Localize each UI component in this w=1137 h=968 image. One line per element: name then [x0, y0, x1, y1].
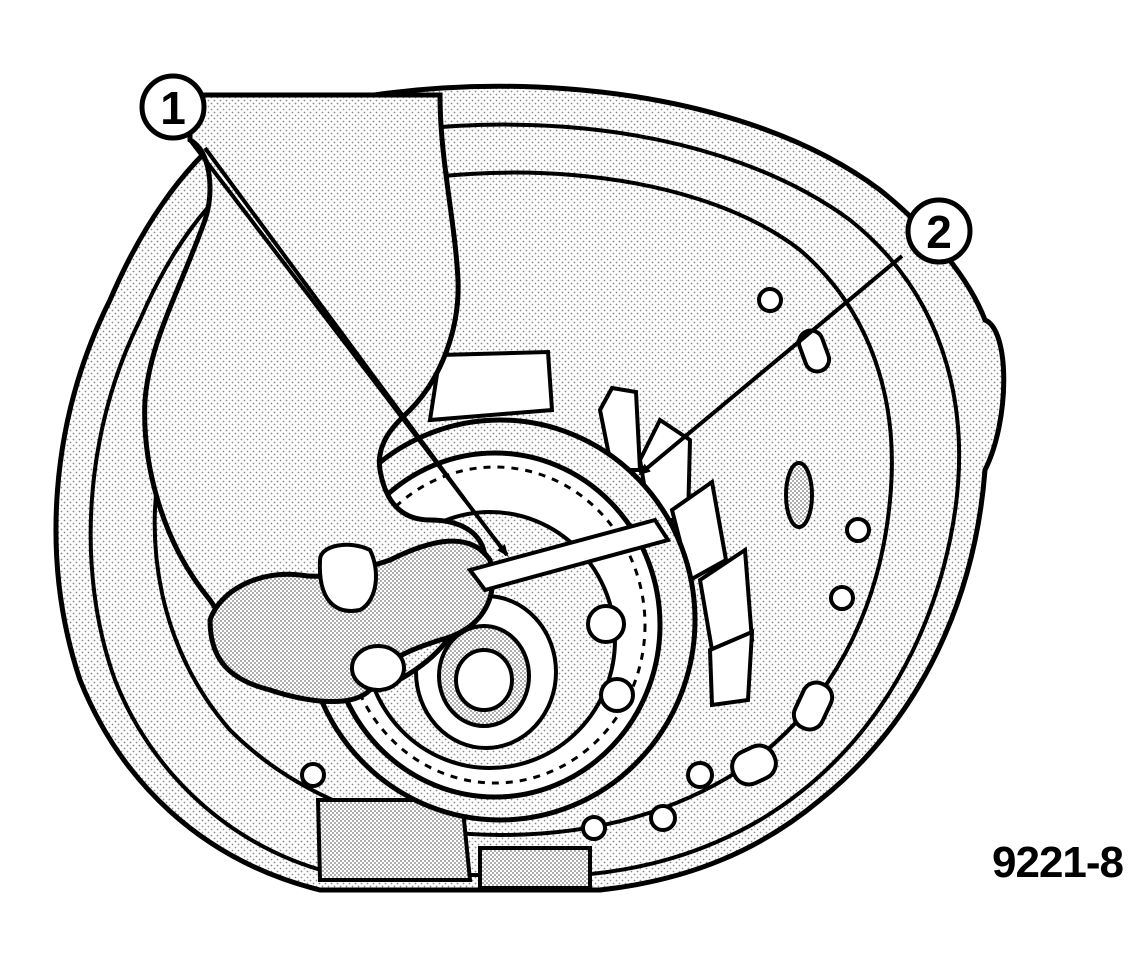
callout-2-label: 2: [926, 206, 952, 258]
callout-2: 2: [638, 197, 973, 476]
callout-1-label: 1: [160, 82, 186, 134]
clutch-pack: [597, 385, 755, 708]
hand: [142, 92, 672, 704]
callout-2-circle: [905, 197, 973, 265]
callout-2-leader: [638, 254, 904, 476]
callout-1-circle: [139, 73, 207, 141]
figure-number: 9221-8: [992, 838, 1124, 887]
callout-1: 1: [139, 73, 509, 557]
